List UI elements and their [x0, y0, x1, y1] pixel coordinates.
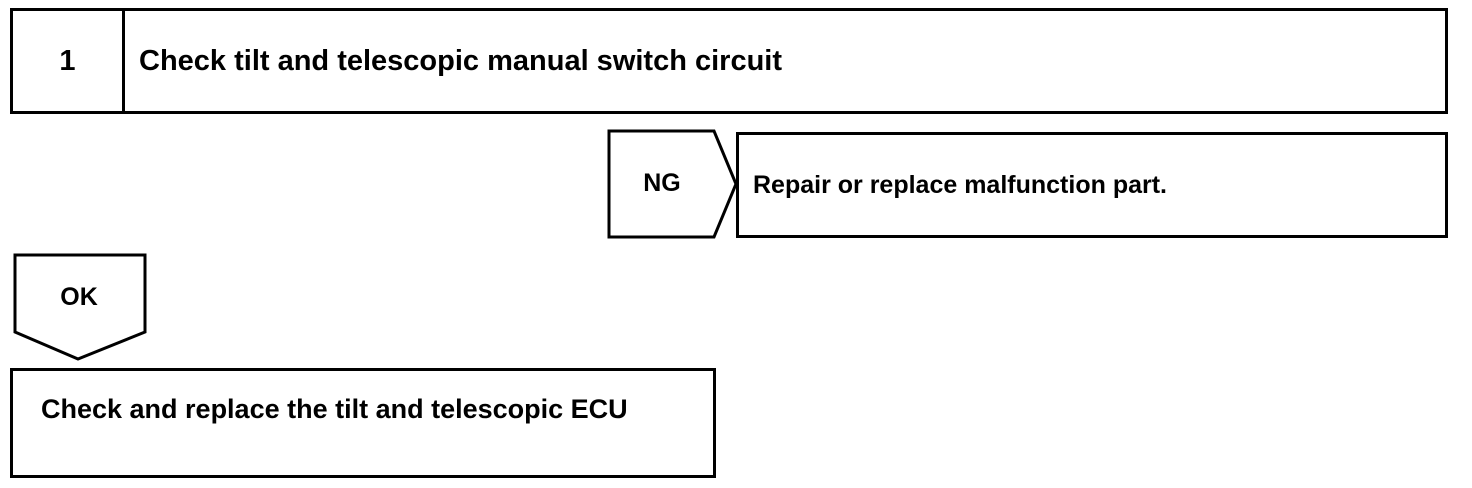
ok-result-box: Check and replace the tilt and telescopi…	[10, 368, 716, 478]
ok-result-text: Check and replace the tilt and telescopi…	[41, 394, 628, 424]
step-title: Check tilt and telescopic manual switch …	[139, 44, 783, 77]
step-box: 1 Check tilt and telescopic manual switc…	[10, 8, 1448, 114]
ng-label: NG	[643, 169, 681, 197]
step-number: 1	[13, 11, 125, 111]
ok-label: OK	[60, 283, 98, 311]
ng-arrow-icon	[607, 129, 738, 239]
ng-result-box: Repair or replace malfunction part.	[736, 132, 1448, 238]
ok-arrow-icon	[13, 253, 147, 361]
ng-result-text: Repair or replace malfunction part.	[753, 170, 1167, 199]
